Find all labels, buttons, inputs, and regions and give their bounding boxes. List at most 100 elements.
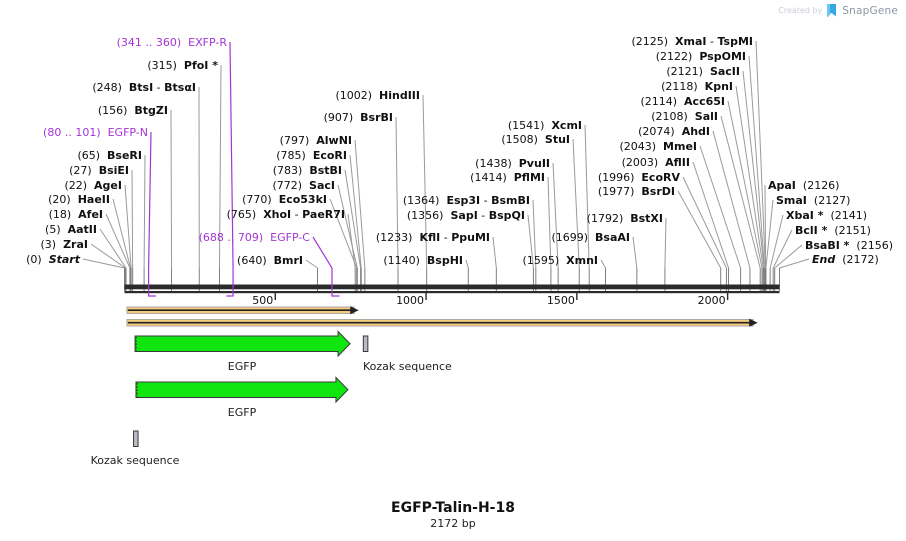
cds-arrow[interactable] — [134, 330, 351, 358]
site-connector — [765, 199, 774, 269]
site-label[interactable]: (1364) Esp3I - BsmBI — [403, 194, 530, 207]
site-label[interactable]: (1356) SapI - BspQI — [407, 209, 525, 222]
site-label[interactable]: XbaI * (2141) — [786, 209, 867, 222]
site-connector — [764, 184, 767, 269]
site-label[interactable]: (1996) EcoRV — [598, 171, 681, 184]
primer-annotation[interactable] — [226, 41, 234, 297]
site-label[interactable]: (1508) StuI — [501, 133, 570, 146]
feature-label: EGFP — [228, 360, 257, 373]
site-label[interactable]: (2074) AhdI — [638, 125, 710, 138]
site-label[interactable]: (2108) SalI — [651, 110, 718, 123]
site-label[interactable]: (1977) BsrDI — [598, 185, 675, 198]
site-label[interactable]: (156) BtgZI — [98, 104, 168, 117]
site-connector — [344, 169, 362, 269]
site-connector — [422, 94, 428, 269]
site-label[interactable]: (765) XhoI - PaeR7I — [227, 208, 345, 221]
snapgene-credit: Created by SnapGene — [778, 4, 898, 17]
site-label[interactable]: (2125) XmaI - TspMI — [631, 35, 753, 48]
site-connector — [532, 199, 537, 269]
site-label[interactable]: ApaI (2126) — [768, 179, 839, 192]
site-label[interactable]: (640) BmrI — [237, 254, 303, 267]
site-connector — [170, 109, 173, 269]
site-label[interactable]: (2114) Acc65I — [640, 95, 725, 108]
site-connector — [735, 85, 764, 269]
site-label[interactable]: (2121) SacII — [666, 65, 740, 78]
site-connector — [82, 258, 125, 269]
feature-label: Kozak sequence — [363, 360, 452, 373]
site-label[interactable]: (20) HaeII — [48, 193, 110, 206]
site-connector — [682, 176, 727, 269]
site-connector — [99, 228, 127, 269]
site-label[interactable]: (772) SacI — [272, 179, 335, 192]
site-label[interactable]: (27) BsiEI — [69, 164, 129, 177]
site-label[interactable]: (248) BtsI - BtsαI — [92, 81, 196, 94]
cds-arrow[interactable] — [135, 376, 349, 404]
site-label[interactable]: (1233) KflI - PpuMI — [376, 231, 490, 244]
credit-prefix: Created by — [778, 6, 823, 15]
site-label[interactable]: SmaI (2127) — [776, 194, 850, 207]
site-connector — [755, 40, 766, 269]
site-connector — [105, 213, 131, 269]
site-label[interactable]: (1002) HindIII — [335, 89, 420, 102]
site-label[interactable]: (22) AgeI — [64, 179, 122, 192]
site-connector — [742, 70, 765, 269]
site-connector — [547, 176, 552, 269]
site-connector — [395, 116, 399, 269]
site-connector — [584, 124, 590, 269]
site-label[interactable]: (785) EcoRI — [276, 149, 347, 162]
site-connector — [572, 138, 580, 269]
site-label[interactable]: (1595) XmnI — [523, 254, 598, 267]
credit-brand: SnapGene — [842, 4, 898, 17]
site-label[interactable]: (2122) PspOMI — [656, 50, 746, 63]
site-label[interactable]: (797) AlwNI — [280, 134, 352, 147]
feature-box[interactable] — [362, 335, 369, 352]
site-label[interactable]: (1438) PvuII — [475, 157, 550, 170]
site-label[interactable]: (1541) XcmI — [508, 119, 582, 132]
ruler-label: 1500 — [547, 294, 575, 307]
site-connector — [664, 217, 667, 269]
primer-label[interactable]: (341 .. 360) EXFP-R — [117, 36, 228, 49]
site-label[interactable]: BsaBI * (2156) — [805, 239, 893, 252]
site-connector — [492, 236, 497, 269]
primer-annotation[interactable] — [312, 236, 340, 297]
primer-annotation[interactable] — [148, 131, 156, 297]
site-label[interactable]: (2043) MmeI — [619, 140, 697, 153]
sequence-bar-bottom[interactable] — [124, 291, 780, 294]
site-label[interactable]: (2118) KpnI — [661, 80, 733, 93]
site-label[interactable]: (0) Start — [26, 253, 81, 266]
site-label[interactable]: (770) Eco53kI — [242, 193, 327, 206]
site-label[interactable]: (18) AfeI — [49, 208, 103, 221]
site-connector — [712, 130, 751, 269]
site-connector — [305, 259, 318, 269]
site-connector — [748, 55, 765, 269]
site-label[interactable]: (1414) PflMI — [470, 171, 545, 184]
site-connector — [699, 145, 742, 269]
site-label[interactable]: (1699) BsaAI — [551, 231, 630, 244]
primer-label[interactable]: (80 .. 101) EGFP-N — [43, 126, 148, 139]
site-label[interactable]: End (2172) — [812, 253, 879, 266]
site-label[interactable]: (3) ZraI — [41, 238, 89, 251]
sequence-bar[interactable] — [124, 284, 780, 290]
feature-label: EGFP — [228, 406, 257, 419]
site-label[interactable]: (1140) BspHI — [383, 254, 463, 267]
site-label[interactable]: (783) BstBI — [273, 164, 342, 177]
site-connector — [354, 139, 366, 269]
site-connector — [347, 213, 356, 269]
site-connector — [677, 190, 722, 269]
site-connector — [465, 259, 469, 269]
site-label[interactable]: (907) BsrBI — [324, 111, 393, 124]
site-label[interactable]: (5) AatII — [45, 223, 97, 236]
ruler-label: 500 — [252, 294, 273, 307]
site-connector — [769, 214, 784, 269]
ruler-label: 2000 — [698, 294, 726, 307]
site-label[interactable]: BclI * (2151) — [795, 224, 871, 237]
site-label[interactable]: (65) BseRI — [77, 149, 142, 162]
site-label[interactable]: (1792) BstXI — [587, 212, 663, 225]
feature-box[interactable] — [133, 430, 139, 447]
site-label[interactable]: (315) PfoI * — [147, 59, 218, 72]
site-label[interactable]: (2003) AflII — [622, 156, 690, 169]
primer-label[interactable]: (688 .. 709) EGFP-C — [199, 231, 311, 244]
snapgene-flag-icon — [827, 4, 837, 17]
site-connector — [112, 198, 132, 269]
construct-length: 2172 bp — [430, 517, 476, 530]
